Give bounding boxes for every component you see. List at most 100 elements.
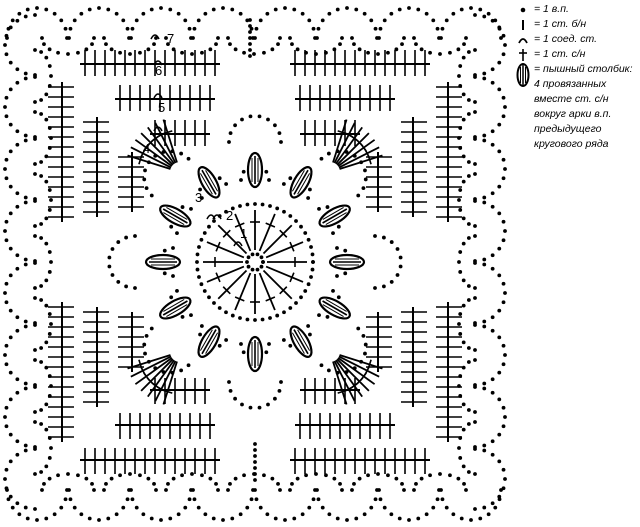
chain-stitch xyxy=(462,42,466,47)
chain-stitch xyxy=(3,477,7,481)
chain-stitch xyxy=(195,252,200,257)
chain-stitch xyxy=(490,328,495,333)
chain-stitch xyxy=(340,488,344,492)
chain-stitch xyxy=(23,443,28,448)
chain-stitch xyxy=(35,518,39,522)
double-crochet xyxy=(338,146,380,169)
chain-stitch xyxy=(4,219,9,224)
chain-stitch xyxy=(8,122,13,127)
chain-stitch xyxy=(23,76,28,81)
double-crochet-layer xyxy=(48,50,462,474)
chain-stitch xyxy=(497,25,502,30)
chain-stitch xyxy=(33,447,37,451)
chain-stitch xyxy=(412,36,416,40)
chain-stitch xyxy=(503,105,507,109)
chain-stitch xyxy=(503,477,507,481)
chain-stitch xyxy=(211,516,216,521)
chain-stitch xyxy=(253,442,257,446)
puff-stitch-strand xyxy=(166,206,188,220)
double-crochet-crossbar xyxy=(162,130,173,135)
chain-stitch xyxy=(456,47,461,52)
chain-stitch xyxy=(207,295,211,300)
chain-stitch xyxy=(238,11,243,16)
legend-item-chain: = 1 в.п. xyxy=(512,2,640,17)
chain-stitch xyxy=(175,288,179,293)
chain-stitch xyxy=(253,488,257,492)
chain-stitch xyxy=(133,286,137,290)
chain-stitch xyxy=(44,365,49,370)
double-crochet-crossbar xyxy=(289,241,295,252)
chain-stitch xyxy=(79,11,84,16)
chain-stitch xyxy=(248,405,253,410)
chain-stitch xyxy=(8,397,13,402)
chain-stitch xyxy=(416,516,421,521)
puff-stitch-strand xyxy=(322,206,344,220)
chain-stitch xyxy=(501,176,506,181)
chain-stitch xyxy=(44,516,49,521)
double-crochet-crossbar xyxy=(215,241,221,252)
chain-stitch xyxy=(33,472,37,476)
chain-stitch xyxy=(257,114,262,119)
double-crochet xyxy=(265,241,304,259)
chain-stitch xyxy=(461,402,466,407)
chain-stitch xyxy=(307,505,312,510)
double-crochet xyxy=(335,359,363,398)
chain-stitch xyxy=(473,162,477,166)
chain-stitch xyxy=(233,47,238,52)
chain-stitch xyxy=(47,456,52,460)
chain-stitch xyxy=(144,186,149,191)
chain-stitch xyxy=(245,317,250,322)
chain-stitch xyxy=(189,313,193,318)
chain-stitch xyxy=(197,245,201,249)
chain-stitch xyxy=(47,188,52,192)
chain-stitch xyxy=(350,488,354,492)
chain-stitch xyxy=(152,42,156,47)
chain-stitch xyxy=(227,380,231,384)
chain-stitch xyxy=(207,224,211,229)
chain-stitch xyxy=(310,267,315,272)
chain-stitch xyxy=(254,26,259,31)
puff-stitch-strand xyxy=(205,332,219,354)
chain-stitch xyxy=(191,36,195,40)
chain-stitch xyxy=(3,43,7,47)
chain-stitch xyxy=(458,250,463,254)
chain-stitch xyxy=(56,473,60,478)
chain-stitch xyxy=(52,11,57,16)
chain-stitch xyxy=(363,351,367,356)
chain-stitch xyxy=(248,18,252,22)
puff-stitch-strand xyxy=(166,304,188,318)
chain-stitch xyxy=(15,266,20,271)
chain-stitch xyxy=(497,370,502,375)
chain-stitch xyxy=(288,343,293,348)
chain-stitch xyxy=(262,473,266,478)
chain-stitch xyxy=(419,476,424,481)
chain-stitch xyxy=(398,264,403,269)
chain-stitch xyxy=(191,488,195,492)
puff-stitch xyxy=(318,296,351,320)
chain-stitch xyxy=(239,342,243,346)
chain-stitch xyxy=(402,36,406,40)
chain-stitch xyxy=(490,204,495,209)
chain-stitch xyxy=(478,516,483,521)
chain-stitch xyxy=(255,252,260,257)
chain-stitch xyxy=(497,459,502,464)
chain-stitch xyxy=(107,264,112,269)
chain-stitch xyxy=(300,11,305,16)
chain-stitch xyxy=(458,332,463,336)
chain-stitch xyxy=(319,156,324,161)
double-crochet-crossbar xyxy=(367,154,372,165)
chain-stitch xyxy=(187,497,192,502)
chain-stitch xyxy=(15,253,20,258)
chain-stitch xyxy=(162,271,167,276)
chain-stitch xyxy=(501,467,506,472)
puff-stitch-icon xyxy=(512,62,534,88)
chain-stitch xyxy=(190,472,194,476)
chain-stitch xyxy=(39,470,44,474)
chain-stitch xyxy=(277,131,282,136)
chain-stitch xyxy=(270,476,275,481)
chain-stitch xyxy=(130,26,135,31)
chain-stitch xyxy=(255,267,260,272)
double-crochet xyxy=(339,154,383,170)
chain-stitch xyxy=(461,55,466,60)
chain-stitch xyxy=(435,26,440,31)
